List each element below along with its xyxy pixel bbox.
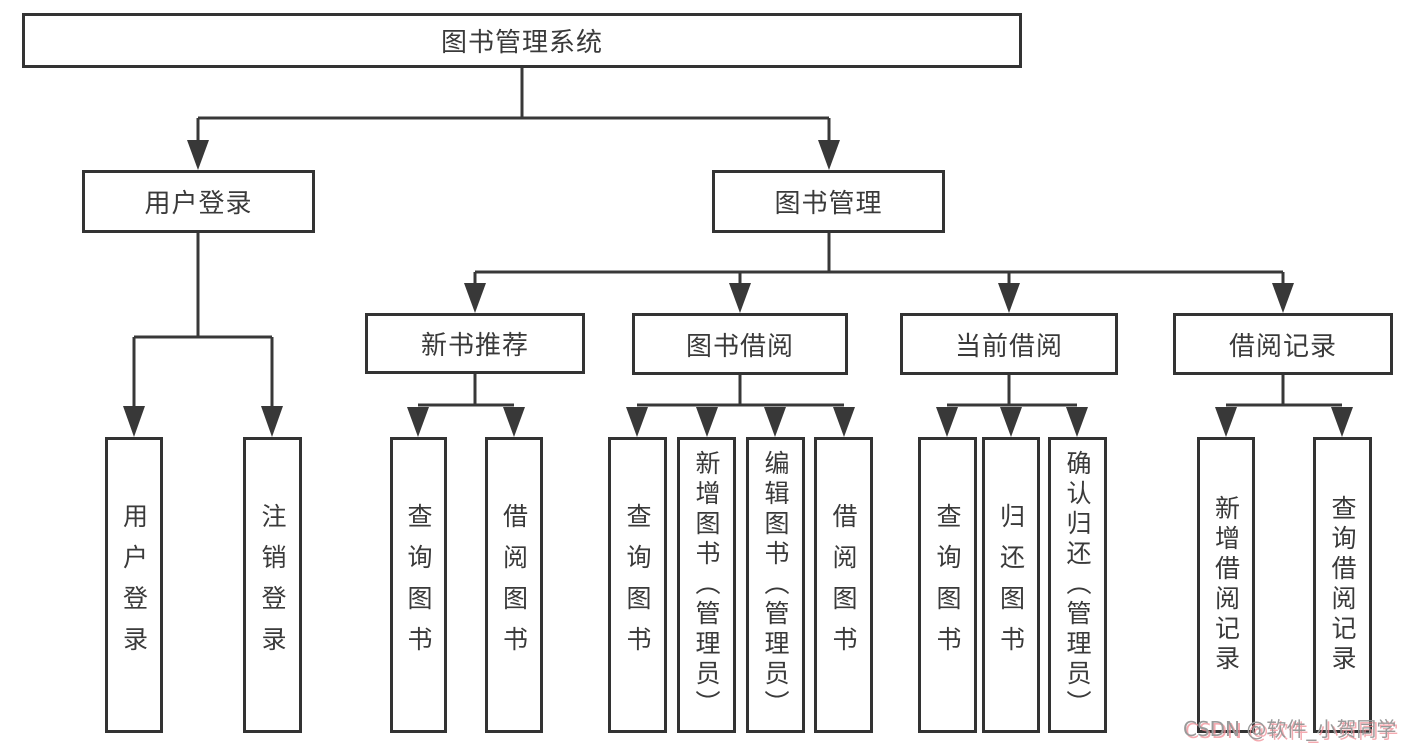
leaf-borrow-books-recommend: 借阅图书 (485, 437, 543, 733)
node-new-book-recommend: 新书推荐 (365, 313, 585, 374)
leaf-label: 借阅图书 (499, 503, 529, 667)
leaf-add-borrow-record: 新增借阅记录 (1197, 437, 1255, 733)
leaf-label: 用户登录 (119, 503, 149, 667)
leaf-label: 新增借阅记录 (1211, 495, 1241, 675)
node-user-login: 用户登录 (82, 170, 315, 233)
leaf-query-books-current: 查询图书 (918, 437, 977, 733)
leaf-label: 归还图书 (996, 503, 1026, 667)
leaf-user-login: 用户登录 (105, 437, 163, 733)
node-current-borrow: 当前借阅 (900, 313, 1118, 375)
leaf-label: 借阅图书 (829, 503, 858, 667)
leaf-label: 注销登录 (258, 503, 287, 667)
leaf-label: 确认归还（管理员） (1063, 450, 1092, 720)
leaf-confirm-return-admin: 确认归还（管理员） (1048, 437, 1107, 733)
leaf-label: 编辑图书（管理员） (761, 450, 790, 720)
leaf-label: 查询图书 (623, 503, 652, 667)
node-book-management: 图书管理 (712, 170, 945, 233)
node-borrow-records: 借阅记录 (1173, 313, 1393, 375)
watermark: CSDN @软件_小贺同学 (1183, 717, 1397, 741)
leaf-label: 查询借阅记录 (1328, 495, 1357, 675)
leaf-return-books: 归还图书 (982, 437, 1040, 733)
node-root: 图书管理系统 (22, 13, 1022, 68)
leaf-edit-books-admin: 编辑图书（管理员） (746, 437, 805, 733)
leaf-query-books-recommend: 查询图书 (390, 437, 447, 733)
leaf-query-borrow-record: 查询借阅记录 (1313, 437, 1372, 733)
leaf-label: 查询图书 (404, 503, 433, 667)
leaf-add-books-admin: 新增图书（管理员） (677, 437, 736, 733)
node-book-borrow: 图书借阅 (632, 313, 848, 375)
leaf-borrow-books: 借阅图书 (814, 437, 873, 733)
leaf-label: 查询图书 (933, 503, 962, 667)
leaf-query-books-borrow: 查询图书 (608, 437, 667, 733)
leaf-label: 新增图书（管理员） (692, 450, 721, 720)
leaf-logout-login: 注销登录 (243, 437, 302, 733)
